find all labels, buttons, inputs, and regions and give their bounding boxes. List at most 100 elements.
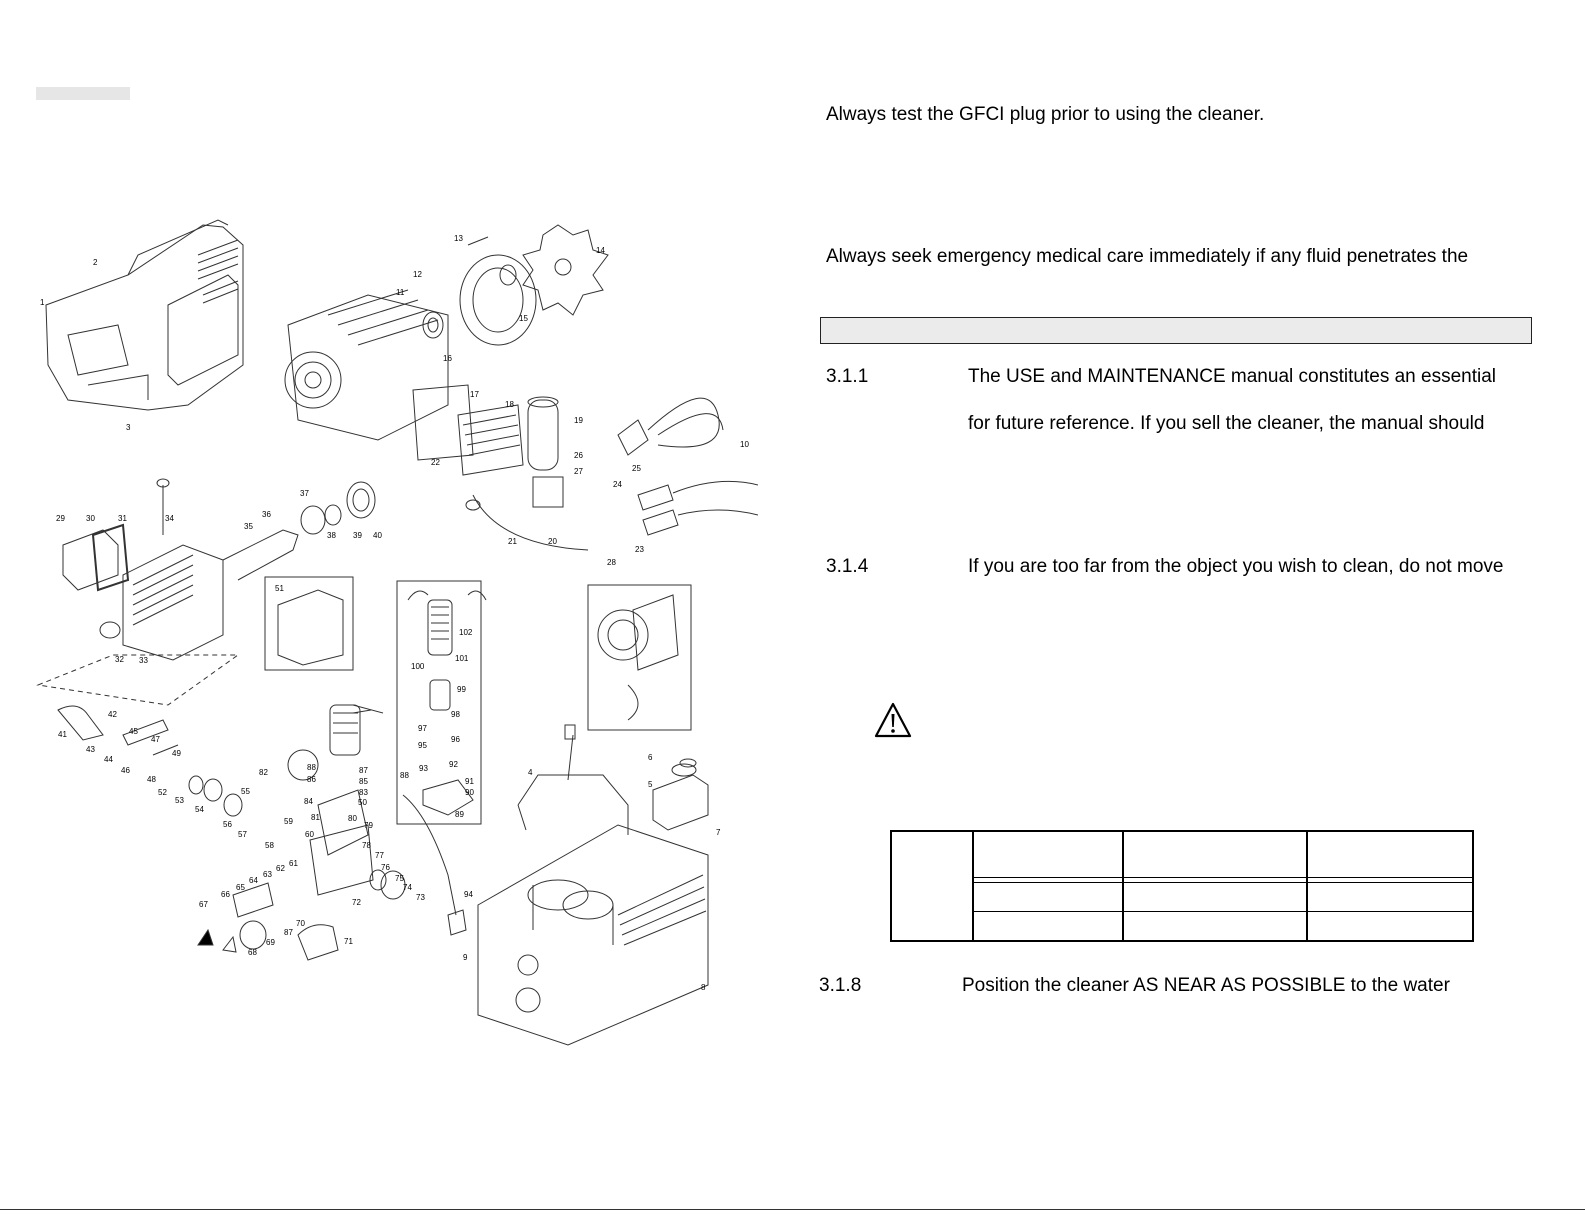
svg-text:99: 99: [457, 685, 466, 694]
svg-text:87: 87: [359, 766, 368, 775]
svg-text:76: 76: [381, 863, 390, 872]
svg-text:50: 50: [358, 798, 367, 807]
svg-text:36: 36: [262, 510, 271, 519]
svg-text:54: 54: [195, 805, 204, 814]
svg-text:6: 6: [648, 753, 653, 762]
section-text-continued: for future reference. If you sell the cl…: [968, 413, 1485, 434]
section-number: 3.1.1: [826, 366, 869, 387]
svg-text:42: 42: [108, 710, 117, 719]
svg-text:70: 70: [296, 919, 305, 928]
svg-text:73: 73: [416, 893, 425, 902]
svg-text:75: 75: [395, 874, 404, 883]
svg-text:100: 100: [411, 662, 425, 671]
svg-text:98: 98: [451, 710, 460, 719]
svg-text:59: 59: [284, 817, 293, 826]
svg-text:5: 5: [648, 780, 653, 789]
header-tab: [36, 87, 130, 100]
svg-text:16: 16: [443, 354, 452, 363]
svg-text:15: 15: [519, 314, 528, 323]
housing-cover-drawing: [45, 219, 244, 411]
medical-care-text: Always seek emergency medical care immed…: [826, 246, 1469, 267]
svg-text:88: 88: [400, 771, 409, 780]
gfci-test-text: Always test the GFCI plug prior to using…: [826, 104, 1265, 125]
svg-text:47: 47: [151, 735, 160, 744]
svg-text:23: 23: [635, 545, 644, 554]
svg-text:97: 97: [418, 724, 427, 733]
svg-text:28: 28: [607, 558, 616, 567]
svg-text:30: 30: [86, 514, 95, 523]
svg-text:71: 71: [344, 937, 353, 946]
svg-text:4: 4: [528, 768, 533, 777]
svg-text:92: 92: [449, 760, 458, 769]
svg-text:37: 37: [300, 489, 309, 498]
svg-text:58: 58: [265, 841, 274, 850]
svg-text:45: 45: [129, 727, 138, 736]
svg-text:25: 25: [632, 464, 641, 473]
svg-text:66: 66: [221, 890, 230, 899]
svg-text:46: 46: [121, 766, 130, 775]
svg-text:93: 93: [419, 764, 428, 773]
svg-text:29: 29: [56, 514, 65, 523]
section-text: The USE and MAINTENANCE manual constitut…: [968, 366, 1497, 387]
svg-text:95: 95: [418, 741, 427, 750]
svg-text:49: 49: [172, 749, 181, 758]
svg-text:65: 65: [236, 883, 245, 892]
svg-text:13: 13: [454, 234, 463, 243]
svg-text:82: 82: [259, 768, 268, 777]
svg-text:67: 67: [199, 900, 208, 909]
svg-text:86: 86: [307, 775, 316, 784]
svg-text:35: 35: [244, 522, 253, 531]
svg-text:43: 43: [86, 745, 95, 754]
svg-text:14: 14: [596, 246, 605, 255]
svg-text:101: 101: [455, 654, 469, 663]
svg-text:26: 26: [574, 451, 583, 460]
section-number: 3.1.4: [826, 556, 869, 577]
svg-text:22: 22: [431, 458, 440, 467]
cart-frame-drawing: [477, 724, 709, 1046]
section-header-bar: [820, 317, 1532, 344]
svg-text:91: 91: [465, 777, 474, 786]
svg-text:7: 7: [716, 828, 721, 837]
svg-text:17: 17: [470, 390, 479, 399]
section-text: Position the cleaner AS NEAR AS POSSIBLE…: [962, 975, 1450, 996]
svg-text:96: 96: [451, 735, 460, 744]
section-number: 3.1.8: [819, 975, 862, 996]
svg-text:18: 18: [505, 400, 514, 409]
svg-text:74: 74: [403, 883, 412, 892]
svg-text:52: 52: [158, 788, 167, 797]
svg-text:11: 11: [396, 288, 405, 297]
svg-text:31: 31: [118, 514, 127, 523]
inset-boxes: [264, 576, 692, 825]
svg-text:40: 40: [373, 531, 382, 540]
svg-text:27: 27: [574, 467, 583, 476]
svg-text:8: 8: [701, 983, 706, 992]
svg-text:61: 61: [289, 859, 298, 868]
svg-text:80: 80: [348, 814, 357, 823]
svg-text:94: 94: [464, 890, 473, 899]
svg-text:19: 19: [574, 416, 583, 425]
section-text: If you are too far from the object you w…: [968, 556, 1504, 577]
pump-drawing: [36, 478, 376, 706]
svg-text:34: 34: [165, 514, 174, 523]
svg-text:72: 72: [352, 898, 361, 907]
svg-text:1: 1: [40, 298, 45, 307]
svg-text:90: 90: [465, 788, 474, 797]
svg-text:56: 56: [223, 820, 232, 829]
svg-text:57: 57: [238, 830, 247, 839]
svg-text:44: 44: [104, 755, 113, 764]
svg-text:51: 51: [275, 584, 284, 593]
svg-text:38: 38: [327, 531, 336, 540]
svg-text:24: 24: [613, 480, 622, 489]
svg-text:48: 48: [147, 775, 156, 784]
svg-text:68: 68: [248, 948, 257, 957]
svg-text:102: 102: [459, 628, 473, 637]
svg-text:33: 33: [139, 656, 148, 665]
svg-text:53: 53: [175, 796, 184, 805]
svg-text:88: 88: [307, 763, 316, 772]
svg-text:83: 83: [359, 788, 368, 797]
power-cord-drawing: [617, 397, 758, 536]
svg-text:20: 20: [548, 537, 557, 546]
svg-text:12: 12: [413, 270, 422, 279]
